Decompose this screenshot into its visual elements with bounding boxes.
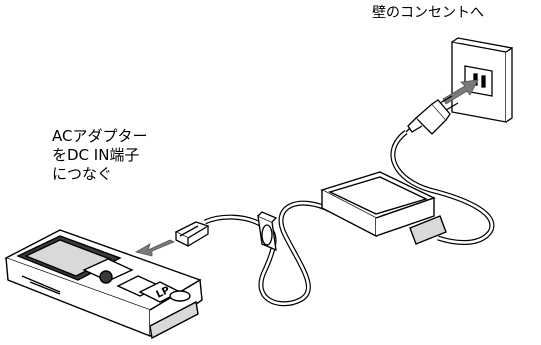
dc-arrow (134, 239, 175, 257)
ac-adapter (320, 171, 447, 245)
connect-instruction-label: ACアダプター をDC IN端子 につなぐ (52, 127, 148, 183)
outlet-instruction-label: 壁のコンセントへ (372, 5, 484, 21)
power-plug (405, 95, 459, 135)
dc-plug-connector (174, 221, 210, 248)
recorder-device (4, 229, 203, 340)
wall-outlet (451, 37, 513, 123)
plug-arrow (442, 79, 479, 105)
device-brand-mark: LP (155, 285, 172, 301)
ferrite-core (257, 211, 278, 252)
